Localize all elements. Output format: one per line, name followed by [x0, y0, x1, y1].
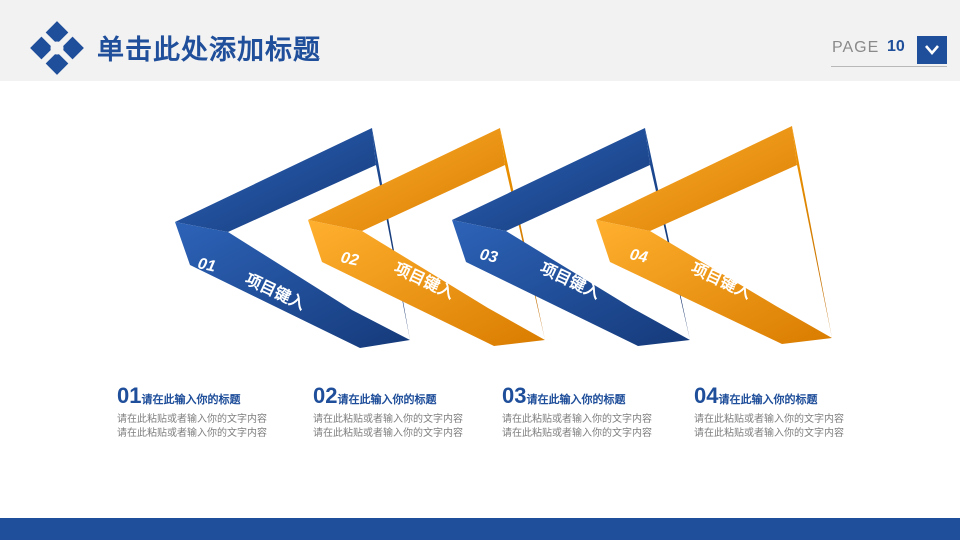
item-4: 04请在此输入你的标题 请在此粘贴或者输入你的文字内容 请在此粘贴或者输入你的文… [694, 383, 894, 441]
item-4-number: 04 [694, 383, 719, 408]
item-4-title: 请在此输入你的标题 [718, 394, 818, 406]
item-2-text-1: 请在此粘贴或者输入你的文字内容 [313, 414, 463, 425]
item-3-text-2: 请在此粘贴或者输入你的文字内容 [502, 428, 652, 439]
item-3-text-1: 请在此粘贴或者输入你的文字内容 [502, 414, 652, 425]
page-title: 单击此处添加标题 [97, 35, 321, 65]
chevron-down-icon [925, 45, 939, 55]
item-1-text-2: 请在此粘贴或者输入你的文字内容 [117, 428, 267, 439]
segment-3-number: 03 [478, 246, 499, 266]
segment-2-number: 02 [339, 249, 360, 269]
segment-4 [596, 126, 832, 344]
item-1-title: 请在此输入你的标题 [141, 394, 241, 406]
item-4-text-1: 请在此粘贴或者输入你的文字内容 [694, 414, 844, 425]
item-3: 03请在此输入你的标题 请在此粘贴或者输入你的文字内容 请在此粘贴或者输入你的文… [502, 383, 702, 441]
page-label: PAGE [832, 39, 880, 56]
footer-bar [0, 518, 960, 540]
item-3-title: 请在此输入你的标题 [526, 394, 626, 406]
item-1: 01请在此输入你的标题 请在此粘贴或者输入你的文字内容 请在此粘贴或者输入你的文… [117, 383, 317, 441]
item-2-number: 02 [313, 383, 338, 408]
page-number: 10 [887, 38, 905, 55]
diamond-logo-icon [30, 21, 84, 75]
item-3-number: 03 [502, 383, 527, 408]
segment-1 [175, 128, 410, 348]
item-2: 02请在此输入你的标题 请在此粘贴或者输入你的文字内容 请在此粘贴或者输入你的文… [313, 383, 513, 441]
item-2-text-2: 请在此粘贴或者输入你的文字内容 [313, 428, 463, 439]
item-1-text-1: 请在此粘贴或者输入你的文字内容 [117, 414, 267, 425]
item-2-title: 请在此输入你的标题 [337, 394, 437, 406]
segment-1-number: 01 [196, 255, 217, 275]
segment-4-number: 04 [628, 246, 649, 266]
item-1-number: 01 [117, 383, 142, 408]
page-menu-button[interactable] [917, 36, 947, 64]
header-bar: 单击此处添加标题 PAGE 10 [0, 0, 960, 81]
page-underline [831, 66, 947, 67]
item-4-text-2: 请在此粘贴或者输入你的文字内容 [694, 428, 844, 439]
